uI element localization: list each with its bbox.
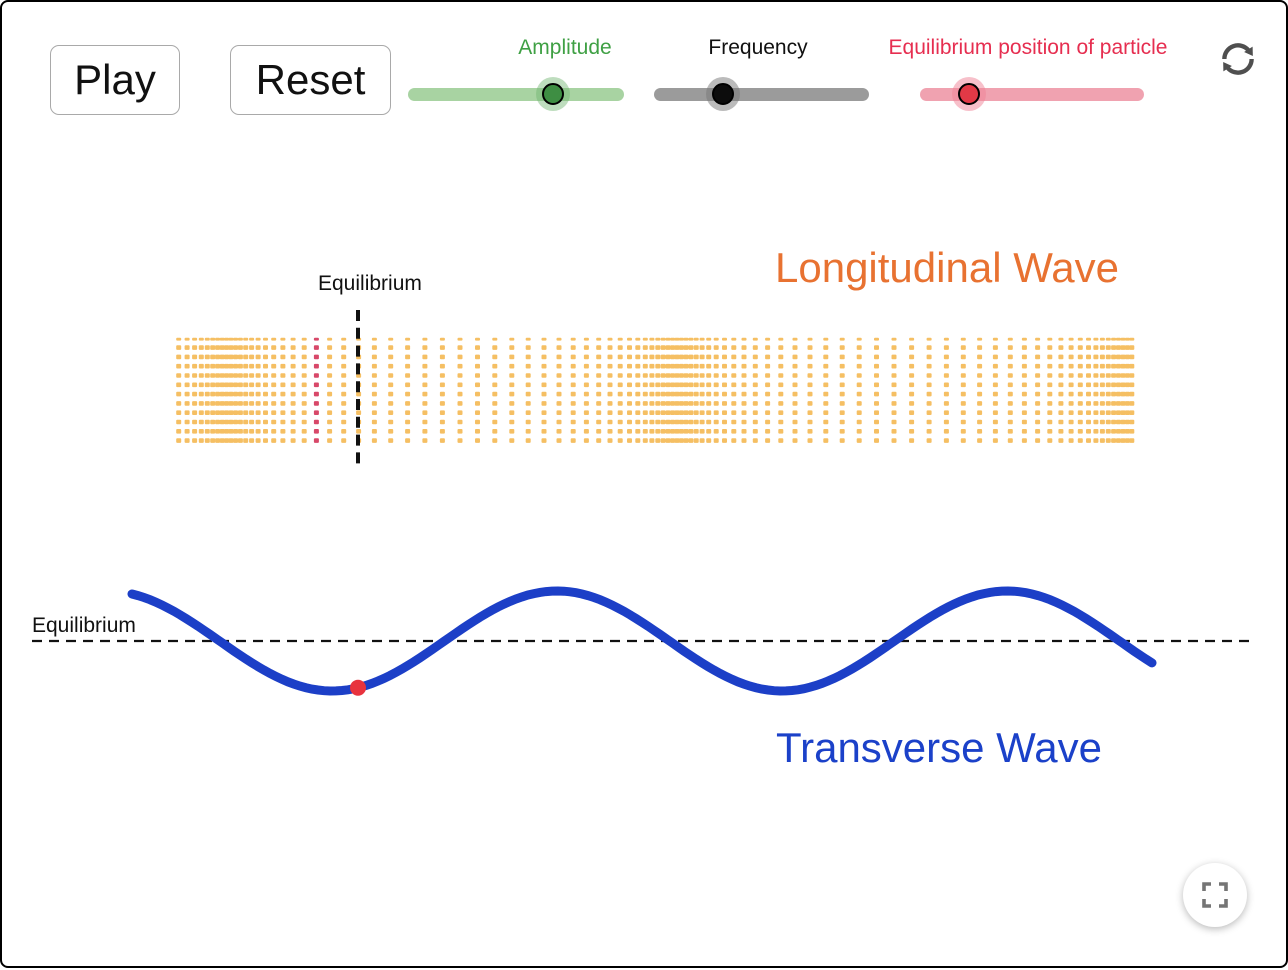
transverse-wave-title: Transverse Wave — [776, 724, 1102, 771]
equilibrium-position-label: Equilibrium position of particle — [888, 36, 1168, 59]
amplitude-slider-knob[interactable] — [535, 77, 570, 111]
frequency-label: Frequency — [708, 36, 808, 59]
equilibrium-position-slider[interactable]: Equilibrium position of particle — [889, 36, 1167, 111]
equilibrium-position-slider-knob[interactable] — [952, 77, 987, 111]
reset-button[interactable]: Reset — [230, 45, 391, 115]
refresh-icon — [1222, 43, 1254, 75]
slider-knob[interactable] — [711, 83, 734, 105]
frequency-slider-track[interactable] — [654, 87, 869, 101]
slider-knob[interactable] — [958, 83, 981, 105]
amplitude-label: Amplitude — [518, 36, 612, 59]
fullscreen-button[interactable] — [1183, 863, 1247, 927]
amplitude-slider-track[interactable] — [408, 87, 624, 101]
fullscreen-expand-icon — [1202, 882, 1228, 908]
transverse-equilibrium-label: Equilibrium — [32, 614, 136, 637]
longitudinal-equilibrium-label: Equilibrium — [318, 272, 422, 295]
longitudinal-dot-grid — [176, 337, 1135, 443]
amplitude-slider[interactable]: Amplitude — [408, 36, 624, 111]
play-button[interactable]: Play — [50, 45, 180, 115]
particle-dot — [350, 679, 366, 696]
frequency-slider-knob[interactable] — [705, 77, 740, 111]
frequency-slider[interactable]: Frequency — [654, 36, 869, 111]
transverse-wave-curve — [127, 586, 1157, 696]
slider-knob[interactable] — [541, 83, 564, 105]
marked-particle-column — [313, 337, 319, 443]
refresh-button[interactable] — [1214, 35, 1262, 83]
longitudinal-wave-title: Longitudinal Wave — [775, 244, 1119, 291]
